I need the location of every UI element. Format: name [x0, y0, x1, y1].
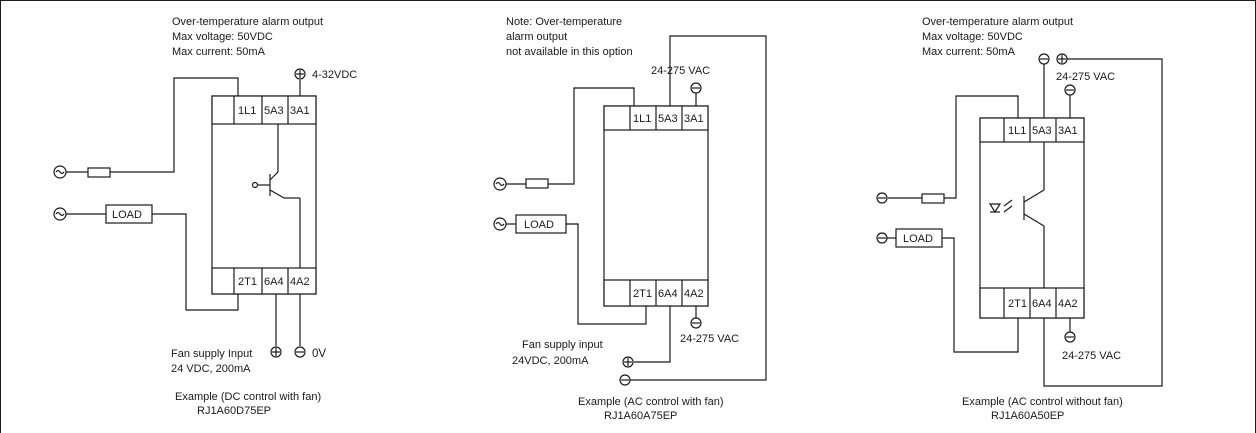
note-line-3: not available in this option [506, 46, 633, 58]
alarm-note-line-2: Max voltage: 50VDC [922, 31, 1023, 43]
caption: Example (AC control with fan) [578, 396, 724, 408]
zero-volt-label: 0V [312, 348, 326, 360]
fan-plus-symbol [622, 356, 634, 368]
model-number: RJ1A60A50EP [991, 410, 1064, 422]
minus-terminal-symbol-bottom [1064, 331, 1076, 343]
minus-terminal-symbol-bottom [619, 374, 631, 386]
terminal-4a2: 4A2 [684, 288, 704, 300]
minus-terminal-symbol [690, 317, 702, 329]
terminal-4a2: 4A2 [1058, 298, 1078, 310]
terminal-3a1: 3A1 [1058, 125, 1078, 137]
terminal-6a4: 6A4 [658, 288, 678, 300]
diagram-ac-control-without-fan: Over-temperature alarm output Max voltag… [876, 16, 1163, 422]
terminal-3a1: 3A1 [684, 113, 704, 125]
top-terminal-strip [211, 95, 317, 125]
terminal-6a4: 6A4 [1032, 298, 1052, 310]
model-number: RJ1A60D75EP [197, 405, 271, 417]
alarm-supply-voltage: 4-32VDC [312, 69, 357, 81]
note-line-1: Note: Over-temperature [506, 16, 622, 28]
alarm-note-line-3: Max current: 50mA [172, 46, 266, 58]
terminal-1l1: 1L1 [238, 105, 256, 117]
source-minus-symbol [876, 192, 888, 204]
bottom-terminal-strip [979, 287, 1085, 319]
terminal-5a3: 5A3 [264, 105, 284, 117]
caption: Example (AC control without fan) [962, 396, 1123, 408]
diagram-dc-control-with-fan: Over-temperature alarm output Max voltag… [53, 16, 357, 417]
terminal-1l1: 1L1 [1008, 125, 1026, 137]
terminal-4a2: 4A2 [290, 276, 310, 288]
caption: Example (DC control with fan) [175, 391, 321, 403]
alarm-note-line-1: Over-temperature alarm output [172, 16, 323, 28]
optocoupler-symbol [988, 142, 1045, 288]
fuse-symbol [525, 178, 549, 189]
terminal-5a3: 5A3 [658, 113, 678, 125]
ac-source-symbol [53, 165, 67, 179]
alarm-note-line-3: Max current: 50mA [922, 46, 1016, 58]
load-label: LOAD [112, 209, 142, 221]
load-label: LOAD [903, 233, 933, 245]
ac-source-symbol [493, 177, 507, 191]
relay-body [603, 105, 709, 307]
relay-body [979, 117, 1085, 319]
diagram-ac-control-with-fan: Note: Over-temperature alarm output not … [493, 16, 767, 422]
fan-supply-line-1: Fan supply input [522, 339, 603, 351]
terminal-2t1: 2T1 [633, 288, 652, 300]
transistor-symbol [251, 124, 301, 268]
terminal-2t1: 2T1 [1008, 298, 1027, 310]
fan-supply-line-2: 24VDC, 200mA [512, 355, 589, 367]
terminal-3a1: 3A1 [290, 105, 310, 117]
bottom-vac-label: 24-275 VAC [1062, 350, 1121, 362]
alarm-minus-symbol [1038, 53, 1050, 65]
fan-supply-line-2: 24 VDC, 200mA [171, 363, 251, 375]
top-vac-label: 24-275 VAC [1056, 71, 1115, 83]
terminal-5a3: 5A3 [1032, 125, 1052, 137]
fuse-symbol [921, 193, 945, 204]
top-vac-label: 24-275 VAC [651, 65, 710, 77]
terminal-6a4: 6A4 [264, 276, 284, 288]
model-number: RJ1A60A75EP [604, 410, 677, 422]
bottom-vac-label: 24-275 VAC [680, 333, 739, 345]
alarm-note-line-1: Over-temperature alarm output [922, 16, 1073, 28]
note-line-2: alarm output [506, 31, 567, 43]
terminal-2t1: 2T1 [238, 276, 257, 288]
fuse-symbol [87, 167, 111, 178]
zero-volt-symbol [294, 346, 306, 358]
load-label: LOAD [524, 219, 554, 231]
alarm-note-line-2: Max voltage: 50VDC [172, 31, 273, 43]
top-terminal-strip [979, 117, 1085, 143]
bottom-terminal-strip [211, 267, 317, 295]
plus-terminal-symbol [294, 68, 306, 80]
fan-plus-symbol [270, 346, 282, 358]
fan-supply-line-1: Fan supply Input [171, 348, 252, 360]
terminal-1l1: 1L1 [633, 113, 651, 125]
